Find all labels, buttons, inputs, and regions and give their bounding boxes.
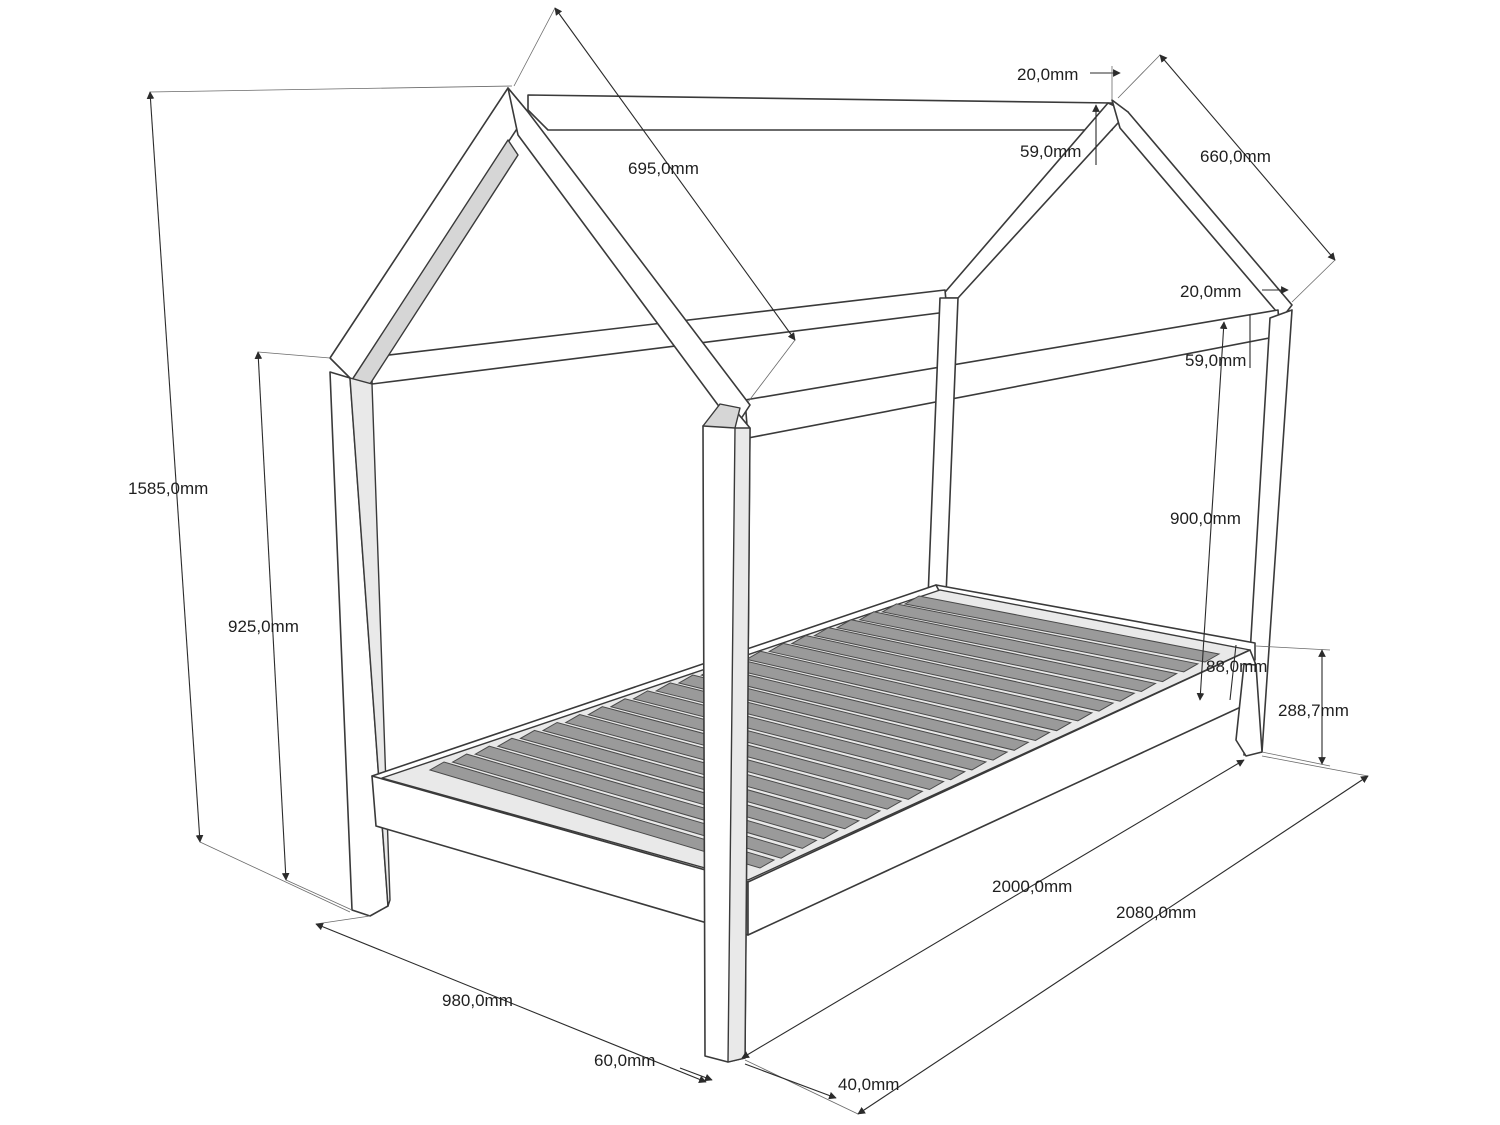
label-rail-height: 59,0mm bbox=[1185, 351, 1246, 370]
label-roof-slope: 660,0mm bbox=[1200, 147, 1271, 166]
rear-gable-left-rafter bbox=[939, 102, 1129, 299]
slat bbox=[677, 674, 1009, 761]
label-ridge-height: 59,0mm bbox=[1020, 142, 1081, 161]
label-side-height: 925,0mm bbox=[228, 617, 299, 636]
label-rail-width: 20,0mm bbox=[1180, 282, 1241, 301]
label-ridge-width: 20,0mm bbox=[1017, 65, 1078, 84]
label-inner-length: 2000,0mm bbox=[992, 877, 1072, 896]
dimension-lines bbox=[146, 7, 1369, 1115]
label-total-length: 2080,0mm bbox=[1116, 903, 1196, 922]
slat bbox=[835, 619, 1157, 692]
front-top-rail bbox=[744, 309, 1281, 439]
label-total-width: 980,0mm bbox=[442, 991, 513, 1010]
front-gable-right-rafter bbox=[507, 87, 751, 429]
dimension-labels: 1585,0mm 925,0mm 695,0mm 20,0mm 59,0mm 6… bbox=[128, 65, 1349, 1094]
label-total-height: 1585,0mm bbox=[128, 479, 208, 498]
label-inner-height: 900,0mm bbox=[1170, 509, 1241, 528]
slat bbox=[790, 634, 1115, 712]
front-right-leg bbox=[1235, 663, 1263, 757]
rear-middle-post bbox=[927, 297, 959, 599]
front-corner-post-cap bbox=[702, 403, 741, 429]
ridge-beam bbox=[527, 94, 1113, 131]
slat bbox=[813, 627, 1136, 702]
slat bbox=[858, 611, 1179, 683]
slat bbox=[767, 642, 1094, 722]
slat bbox=[745, 650, 1073, 732]
front-gable-left-rafter bbox=[329, 87, 529, 381]
label-post-width: 60,0mm bbox=[594, 1051, 655, 1070]
label-post-depth: 40,0mm bbox=[838, 1075, 899, 1094]
label-leg-height: 288,7mm bbox=[1278, 701, 1349, 720]
label-rail-offset: 88,0mm bbox=[1206, 657, 1267, 676]
label-gable-length: 695,0mm bbox=[628, 159, 699, 178]
